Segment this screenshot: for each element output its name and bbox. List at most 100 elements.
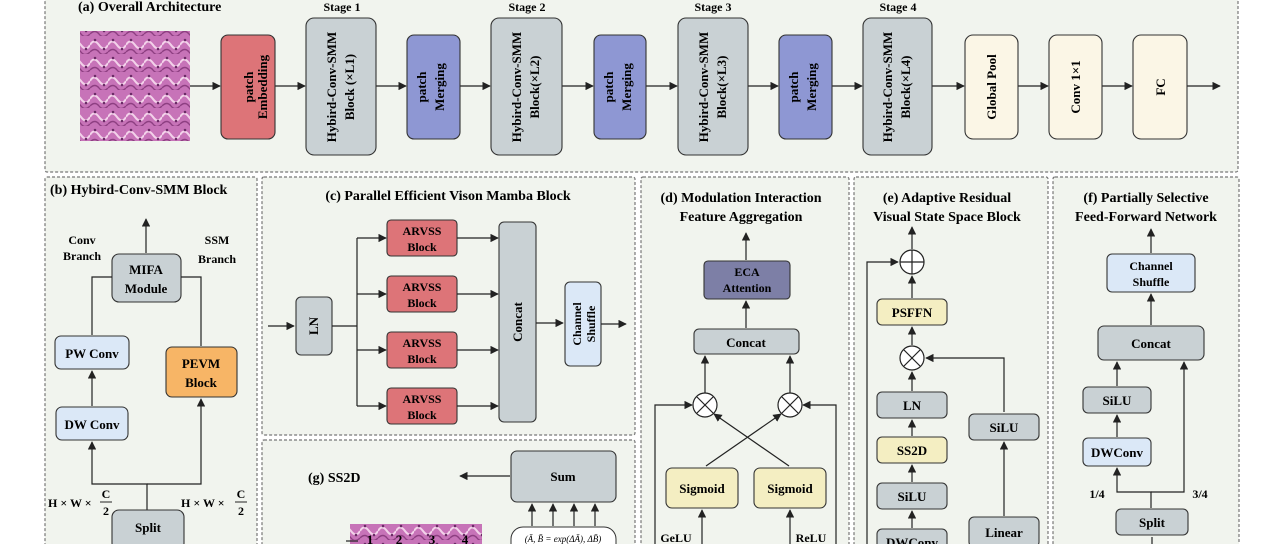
sum-block: Sum bbox=[510, 450, 617, 503]
svg-text:Concat: Concat bbox=[726, 335, 766, 350]
hybrid-conv-smm-block-stage-4: Hybird-Conv-SMM Block(×L4) bbox=[862, 17, 933, 156]
panel-modulation-interaction-feature-aggregation: (d) Modulation Interaction Feature Aggre… bbox=[640, 176, 850, 544]
svg-text:SS2D: SS2D bbox=[897, 443, 927, 458]
ss2d-block-e: SS2D bbox=[876, 436, 948, 464]
svg-text:ECA: ECA bbox=[734, 265, 760, 279]
svg-text:C: C bbox=[237, 487, 246, 501]
panel-hybrid-conv-smm-block: (b) Hybird-Conv-SMM Block Conv Branch SS… bbox=[44, 176, 258, 544]
svg-text:DWConv: DWConv bbox=[886, 535, 939, 544]
svg-text:Split: Split bbox=[135, 520, 162, 535]
stage-4-label: Stage 4 bbox=[880, 0, 917, 14]
ss2d-input-image bbox=[350, 524, 482, 544]
arvss-block-1: ARVSS Block bbox=[386, 219, 458, 257]
split-block-f: Split bbox=[1115, 508, 1189, 536]
concat-block-d: Concat bbox=[693, 328, 800, 355]
svg-text:Merging: Merging bbox=[804, 63, 819, 111]
svg-text:Feed-Forward Network: Feed-Forward Network bbox=[1075, 210, 1217, 225]
silu-block-e-right: SiLU bbox=[968, 413, 1040, 441]
svg-text:Branch: Branch bbox=[198, 252, 236, 266]
svg-text:Block(×L4): Block(×L4) bbox=[898, 55, 913, 118]
patch-merging-block-2: patch Merging bbox=[593, 34, 647, 140]
arvss-block-3: ARVSS Block bbox=[386, 331, 458, 369]
silu-block-e: SiLU bbox=[876, 482, 948, 510]
stage-1-label: Stage 1 bbox=[324, 0, 361, 14]
svg-text:Linear: Linear bbox=[985, 525, 1023, 540]
svg-text:Conv 1×1: Conv 1×1 bbox=[1068, 60, 1083, 113]
panel-parallel-efficient-vision-mamba-block: (c) Parallel Efficient Vison Mamba Block… bbox=[261, 176, 636, 436]
input-tissue-image bbox=[80, 31, 190, 141]
dwconv-block-e: DWConv bbox=[876, 528, 948, 544]
conv-1x1-block: Conv 1×1 bbox=[1048, 34, 1103, 140]
pevm-block: PEVM Block bbox=[165, 346, 238, 398]
svg-text:Split: Split bbox=[1139, 515, 1166, 530]
svg-text:LN: LN bbox=[903, 398, 922, 413]
split-block: Split bbox=[111, 509, 185, 544]
svg-text:Branch: Branch bbox=[63, 249, 101, 263]
svg-text:2: 2 bbox=[238, 504, 244, 518]
channel-shuffle-block-c: Channel Shuffle bbox=[564, 281, 602, 367]
svg-text:patch: patch bbox=[786, 71, 801, 103]
svg-text:Block(×L3): Block(×L3) bbox=[714, 55, 729, 118]
panel-b-title: (b) Hybird-Conv-SMM Block bbox=[50, 183, 228, 198]
panel-g-title: (g) SS2D bbox=[308, 471, 361, 486]
eca-attention-block: ECA Attention bbox=[703, 260, 791, 300]
svg-text:Channel: Channel bbox=[1129, 259, 1173, 273]
svg-text:ARVSS: ARVSS bbox=[403, 280, 442, 294]
relu-label: ReLU bbox=[796, 531, 827, 544]
sigmoid-block-right: Sigmoid bbox=[753, 467, 827, 509]
psffn-block: PSFFN bbox=[876, 298, 948, 326]
hybrid-conv-smm-block-stage-3: Hybird-Conv-SMM Block(×L3) bbox=[677, 17, 749, 156]
svg-text:Merging: Merging bbox=[432, 63, 447, 111]
svg-text:Channel: Channel bbox=[570, 302, 584, 346]
svg-text:ARVSS: ARVSS bbox=[403, 392, 442, 406]
panel-d-title: (d) Modulation Interaction bbox=[661, 191, 822, 206]
svg-text:LN: LN bbox=[306, 316, 321, 335]
svg-text:patch: patch bbox=[414, 71, 429, 103]
svg-text:Block: Block bbox=[185, 375, 218, 390]
svg-text:Attention: Attention bbox=[723, 281, 772, 295]
global-pool-block: Global Pool bbox=[964, 34, 1019, 140]
svg-text:Global Pool: Global Pool bbox=[984, 54, 999, 120]
multiply-node-e bbox=[899, 345, 925, 371]
svg-text:SiLU: SiLU bbox=[898, 489, 928, 504]
ssm-branch-label: SSM bbox=[205, 233, 230, 247]
svg-text:2: 2 bbox=[103, 504, 109, 518]
svg-text:Merging: Merging bbox=[619, 63, 634, 111]
hybrid-conv-smm-block-stage-1: Hybird-Conv-SMM Block (×L1) bbox=[305, 17, 377, 156]
svg-text:ARVSS: ARVSS bbox=[403, 336, 442, 350]
panel-ss2d: (g) SS2D Sum (Ā, B̄ = exp(ΔĀ), ΔB̄) 1 2 … bbox=[261, 439, 636, 544]
add-node bbox=[899, 249, 925, 275]
arvss-block-4: ARVSS Block bbox=[386, 387, 458, 425]
ln-block-c: LN bbox=[295, 296, 333, 356]
svg-text:Shuffle: Shuffle bbox=[1133, 275, 1170, 289]
svg-text:ARVSS: ARVSS bbox=[403, 224, 442, 238]
linear-block-e: Linear bbox=[968, 516, 1040, 544]
svg-text:Sum: Sum bbox=[550, 469, 575, 484]
scan-label-3: 3 bbox=[429, 532, 436, 544]
svg-text:C: C bbox=[102, 487, 111, 501]
panel-c-title: (c) Parallel Efficient Vison Mamba Block bbox=[325, 189, 571, 204]
hybrid-conv-smm-block-stage-2: Hybird-Conv-SMM Block(×L2) bbox=[490, 17, 563, 156]
svg-text:Block: Block bbox=[407, 352, 437, 366]
quarter-split-label: 1/4 bbox=[1089, 487, 1104, 501]
svg-text:Shuffle: Shuffle bbox=[584, 305, 598, 342]
svg-text:Embedding: Embedding bbox=[255, 54, 270, 119]
svg-text:SiLU: SiLU bbox=[990, 420, 1020, 435]
panel-e-title: (e) Adaptive Residual bbox=[883, 191, 1011, 206]
panel-f-title: (f) Partially Selective bbox=[1083, 191, 1208, 206]
svg-text:Hybird-Conv-SMM: Hybird-Conv-SMM bbox=[880, 32, 895, 143]
concat-block-f: Concat bbox=[1097, 325, 1205, 361]
svg-text:Concat: Concat bbox=[510, 301, 525, 341]
svg-text:PEVM: PEVM bbox=[182, 356, 220, 371]
svg-text:Visual State Space Block: Visual State Space Block bbox=[873, 210, 1021, 225]
panel-a-title: (a) Overall Architecture bbox=[78, 0, 221, 15]
svg-text:Sigmoid: Sigmoid bbox=[767, 481, 813, 496]
dw-conv-block: DW Conv bbox=[55, 406, 129, 441]
svg-text:Hybird-Conv-SMM: Hybird-Conv-SMM bbox=[509, 32, 524, 143]
stage-3-label: Stage 3 bbox=[695, 0, 732, 14]
panel-adaptive-residual-vss-block: (e) Adaptive Residual Visual State Space… bbox=[853, 176, 1049, 544]
multiply-node-right bbox=[777, 392, 803, 418]
patch-merging-block-3: patch Merging bbox=[778, 34, 833, 140]
ln-block-e: LN bbox=[876, 391, 948, 419]
